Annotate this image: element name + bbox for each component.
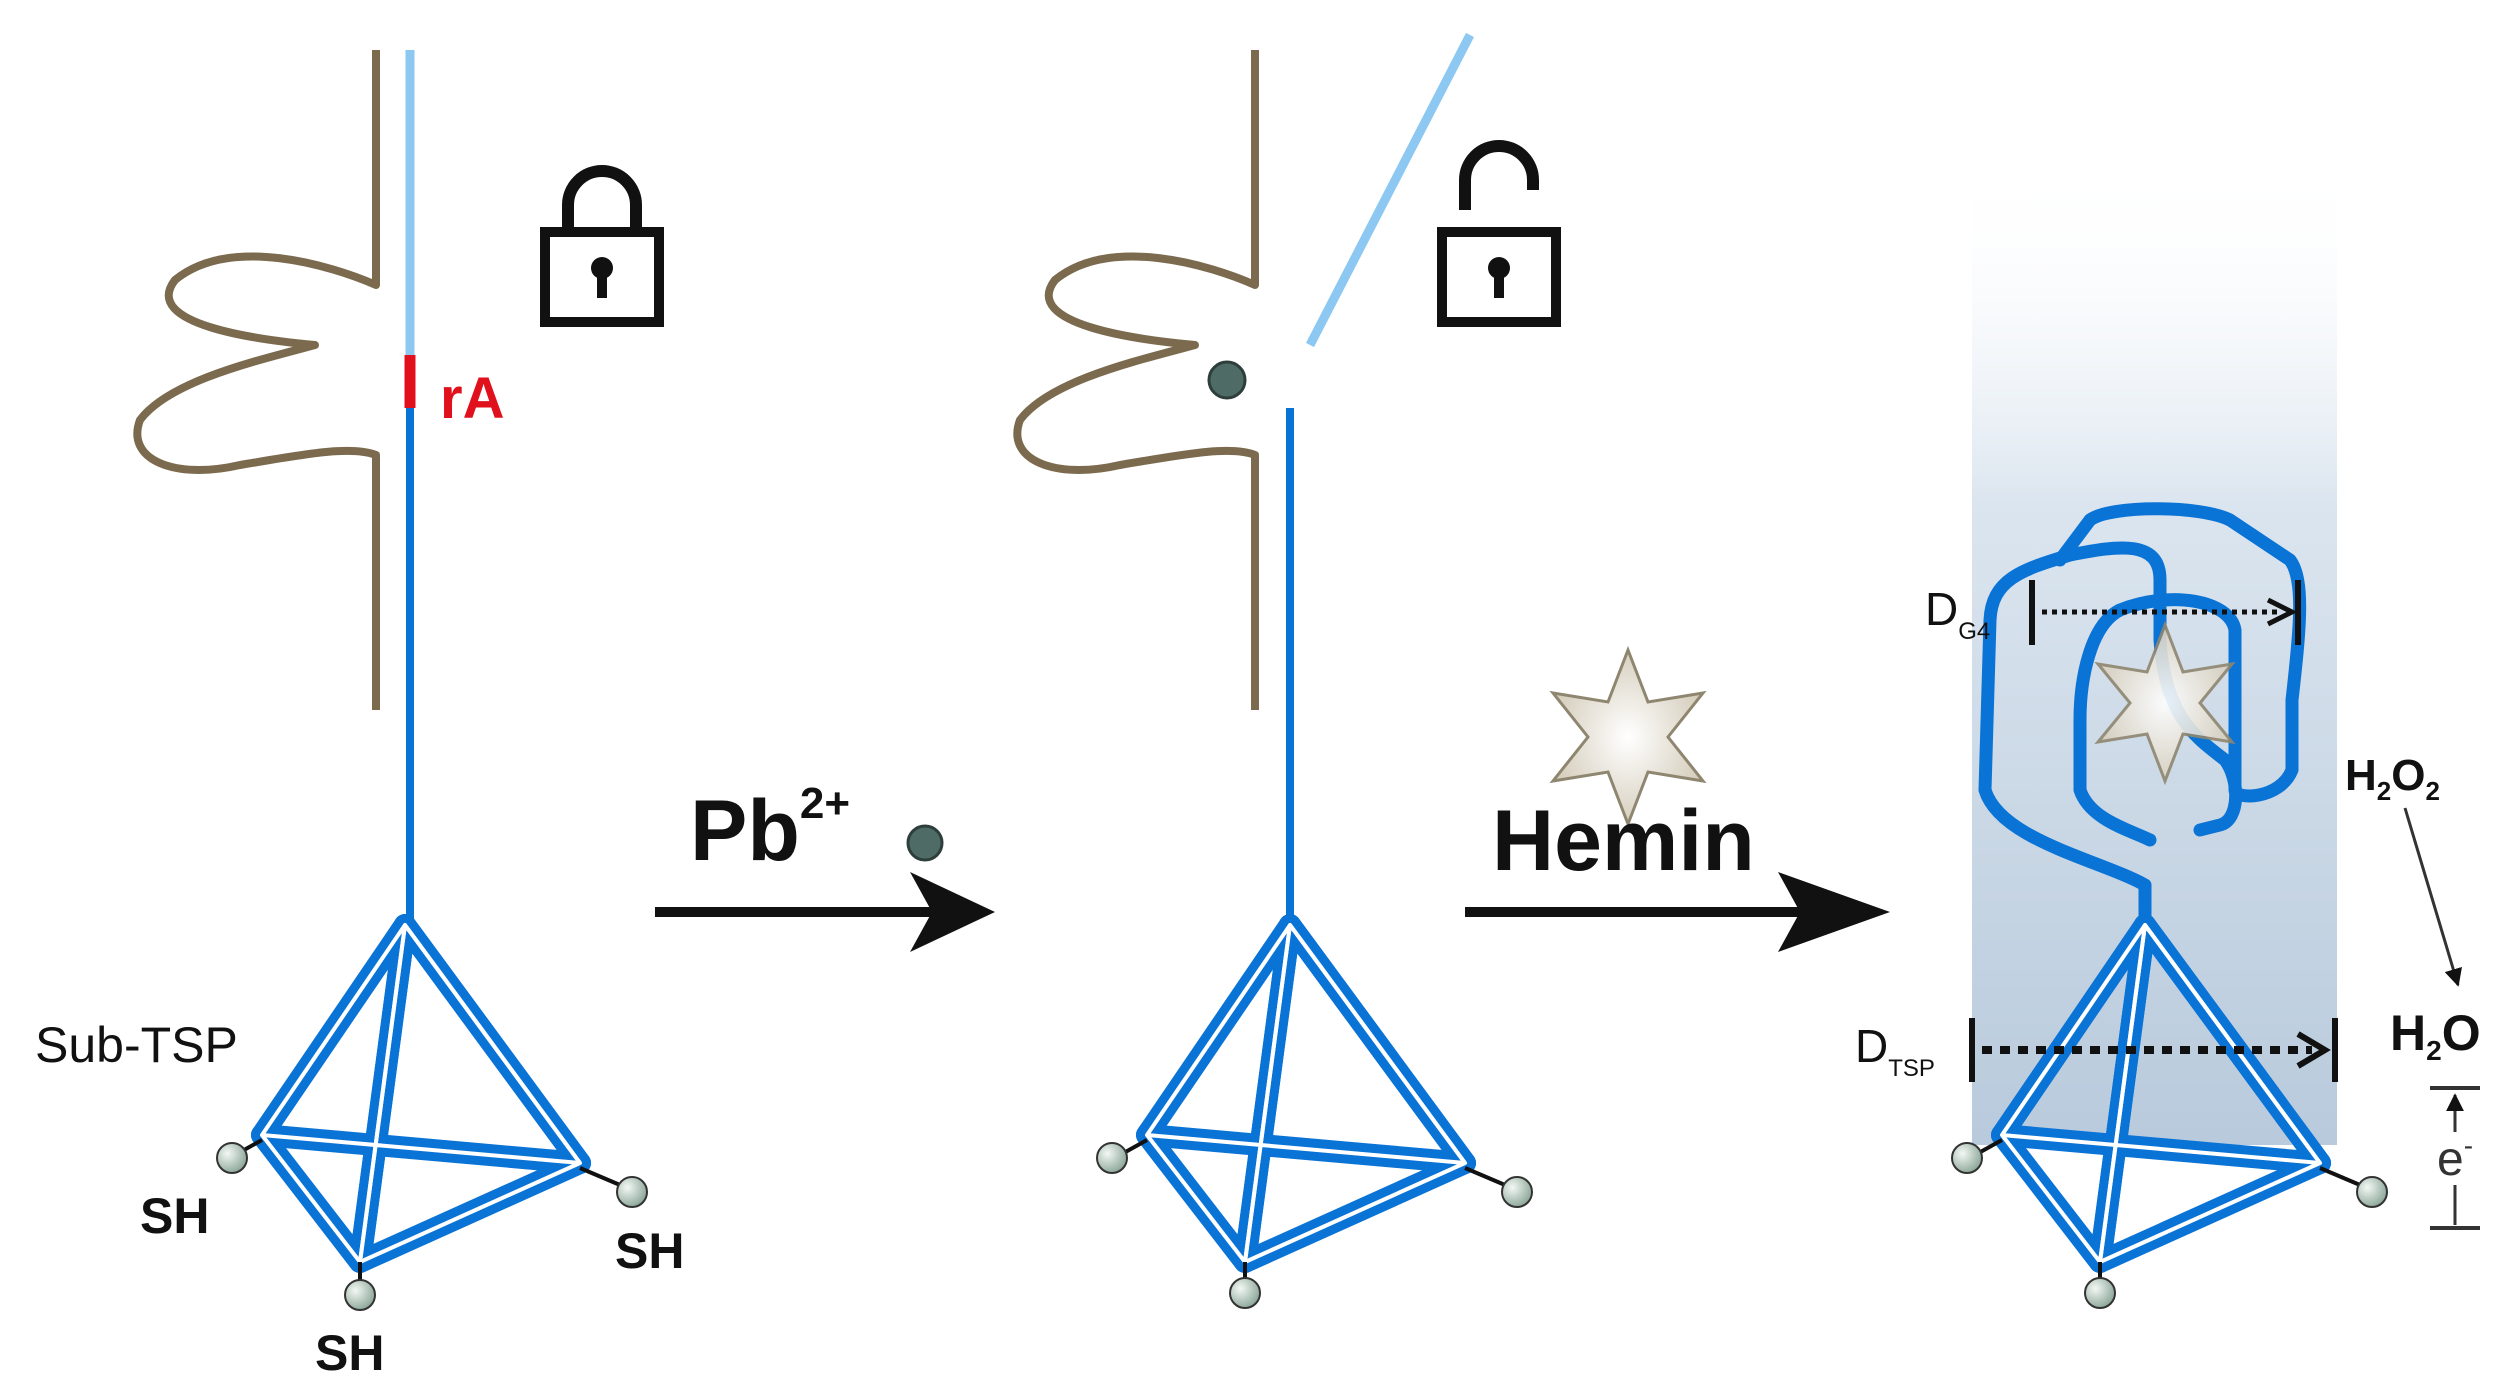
dtsp-label: DTSP	[1855, 1020, 1935, 1082]
panel-cleaved-probe	[1013, 32, 1561, 1309]
dnazyme-strand	[133, 50, 380, 710]
sh-label-right: SH	[615, 1223, 684, 1279]
lock-open-icon	[1437, 140, 1561, 327]
lead-ion-icon	[906, 824, 944, 862]
tetrahedron-scaffold	[251, 914, 591, 1273]
panel-g-quadruplex: DG4 DTSP H2O2 H2O e-	[1855, 160, 2481, 1309]
thiol-bead	[1951, 1142, 1983, 1174]
sh-label-left: SH	[140, 1188, 209, 1244]
thiol-bead	[1096, 1142, 1128, 1174]
thiol-bead	[2084, 1277, 2116, 1309]
thiol-bead	[216, 1142, 248, 1174]
thiol-bead	[1229, 1277, 1261, 1309]
ra-label: rA	[440, 366, 504, 431]
thiol-bead	[344, 1279, 376, 1311]
sh-label-bottom: SH	[315, 1325, 384, 1381]
tetrahedron-scaffold	[1991, 914, 2331, 1273]
lock-closed-icon	[540, 165, 664, 327]
tetrahedron-scaffold	[1136, 914, 1476, 1273]
dnazyme-strand	[1013, 50, 1259, 710]
thiol-bead	[2356, 1176, 2388, 1208]
catalysis-reaction: H2O2 H2O e-	[2345, 751, 2481, 1230]
released-fragment	[1306, 32, 1474, 348]
h2o-label: H2O	[2390, 1005, 2481, 1066]
thiol-bead	[616, 1176, 648, 1208]
h2o2-label: H2O2	[2345, 751, 2440, 806]
thiol-anchors	[1951, 1138, 2388, 1309]
bound-lead-ion	[1207, 360, 1247, 400]
hemin-label: Hemin	[1492, 793, 1755, 889]
dg4-label: DG4	[1925, 583, 1990, 645]
panel-locked-probe: rA	[35, 50, 684, 1381]
dimension-dg4: DG4	[1925, 580, 2301, 645]
thiol-anchors	[1096, 1138, 1533, 1309]
hemin-star-icon	[2094, 620, 2236, 786]
step-arrow-pb: Pb2+	[655, 779, 995, 952]
pb-label: Pb2+	[690, 779, 850, 879]
electron-label: e-	[2437, 1130, 2473, 1186]
hemin-star-icon	[1549, 645, 1707, 829]
thiol-bead	[1501, 1176, 1533, 1208]
step-arrow-hemin: Hemin	[1465, 645, 1890, 952]
dimension-dtsp: DTSP	[1855, 1018, 2338, 1082]
sub-tsp-label: Sub-TSP	[35, 1017, 238, 1073]
g-quadruplex-strand	[1978, 502, 2307, 932]
thiol-anchors	[216, 1138, 648, 1311]
